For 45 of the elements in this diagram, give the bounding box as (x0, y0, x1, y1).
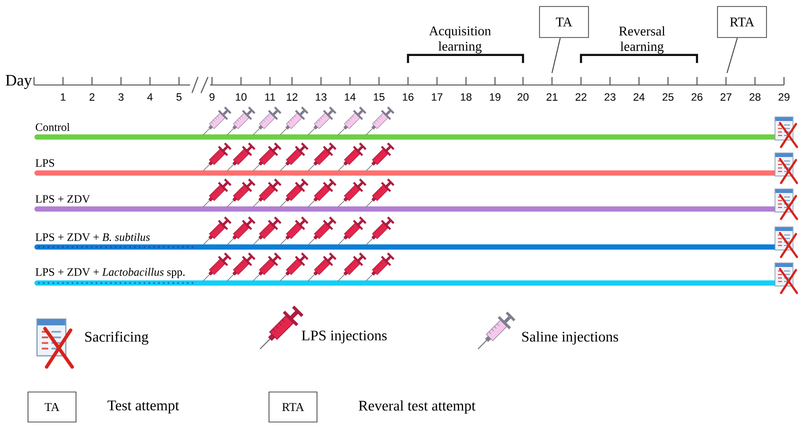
day-number: 11 (265, 93, 276, 101)
day-number: 2 (90, 93, 94, 101)
legend-box: RTA (268, 392, 318, 422)
legend-label: Reveral test attempt (358, 400, 476, 414)
day-number: 19 (490, 93, 500, 101)
legend-box: TA (28, 392, 76, 422)
day-number: 4 (147, 93, 153, 101)
day-number: 15 (374, 93, 384, 101)
day-number: 3 (118, 93, 124, 101)
timepoint-box: TA (539, 6, 589, 38)
group-timeline-bar: Control (34, 123, 784, 140)
day-number: 29 (778, 93, 790, 101)
day-number: 25 (662, 93, 674, 101)
phase-label: Reversal learning (619, 26, 666, 54)
timepoint-box: RTA (717, 6, 767, 38)
axis-title: Day (6, 75, 32, 89)
day-number: 24 (634, 93, 645, 101)
day-number: 1 (60, 93, 66, 101)
day-number: 27 (720, 93, 732, 101)
day-number: 17 (432, 93, 442, 101)
group-timeline-bar: LPS + ZDV (34, 195, 784, 212)
day-number: 28 (750, 93, 760, 101)
day-number: 5 (176, 93, 182, 101)
day-number: 23 (604, 93, 616, 101)
day-number: 16 (402, 93, 414, 101)
day-number: 10 (236, 93, 247, 101)
group-timeline-bar: LPS (34, 159, 784, 176)
day-number: 14 (344, 93, 356, 101)
day-number: 18 (460, 93, 472, 101)
day-number: 13 (316, 93, 326, 101)
phase-label: Acquisition learning (429, 26, 491, 54)
leader-line (726, 37, 738, 74)
day-number: 26 (692, 93, 702, 101)
legend-label: LPS injections (302, 330, 387, 344)
day-number: 20 (518, 93, 529, 101)
day-number: 21 (546, 93, 558, 101)
day-number: 22 (576, 93, 586, 101)
day-number: 12 (286, 93, 298, 101)
legend-label: Test attempt (108, 400, 180, 414)
group-timeline-bar: LPS + ZDV + Lactobacillus spp. (34, 268, 784, 286)
leader-line (552, 37, 561, 74)
legend-label: Sacrificing (85, 331, 148, 345)
legend-label: Saline injections (522, 331, 618, 345)
day-number: 9 (210, 93, 214, 101)
group-timeline-bar: LPS + ZDV + B. subtilus (34, 232, 784, 250)
